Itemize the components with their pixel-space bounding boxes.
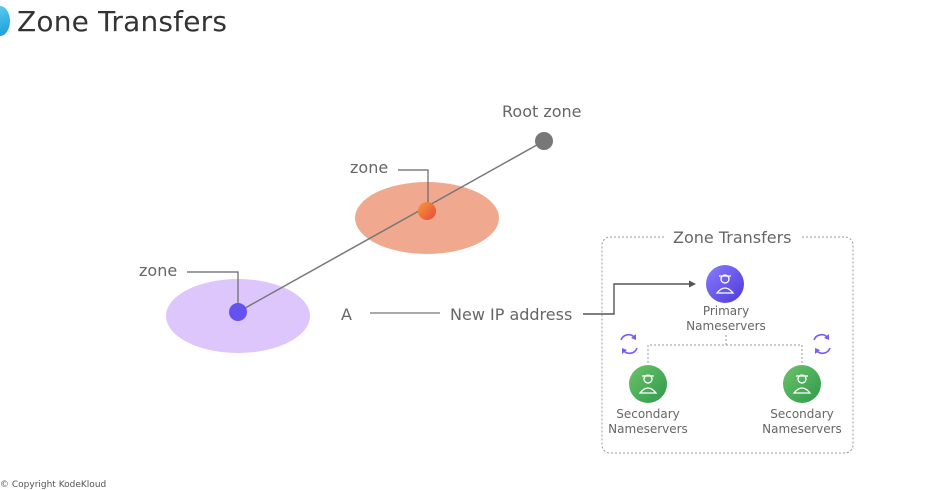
primary-nameservers-label: Primary Nameservers — [686, 304, 766, 333]
new-ip-label: New IP address — [450, 305, 573, 324]
upper-zone-label: zone — [350, 158, 389, 177]
primary-nameserver-icon — [706, 265, 744, 303]
sync-right-icon — [813, 333, 831, 355]
secondary-nameserver-left-icon — [629, 365, 667, 403]
upper-zone-leader — [398, 169, 429, 205]
lower-zone-node — [229, 303, 247, 321]
root-zone-label: Root zone — [502, 102, 582, 121]
page-title: Zone Transfers — [17, 5, 228, 38]
lower-zone-leader — [187, 271, 239, 305]
root-zone-node — [535, 132, 553, 150]
copyright-footer: © Copyright KodeKloud — [0, 480, 107, 490]
hierarchy-line — [237, 140, 545, 313]
sync-left-icon — [620, 333, 638, 355]
logo-icon — [0, 6, 10, 36]
primary-to-secondary-left — [647, 335, 727, 365]
a-record-label: A — [341, 305, 352, 324]
new-ip-arrow — [583, 283, 692, 315]
zone-transfers-box-title: Zone Transfers — [665, 228, 800, 247]
secondary-left-label: Secondary Nameservers — [608, 407, 688, 436]
secondary-right-label: Secondary Nameservers — [762, 407, 842, 436]
primary-to-secondary-right — [726, 344, 803, 365]
lower-zone-label: zone — [139, 261, 178, 280]
secondary-nameserver-right-icon — [783, 365, 821, 403]
upper-zone-node — [418, 202, 436, 220]
new-ip-arrowhead — [689, 280, 696, 288]
